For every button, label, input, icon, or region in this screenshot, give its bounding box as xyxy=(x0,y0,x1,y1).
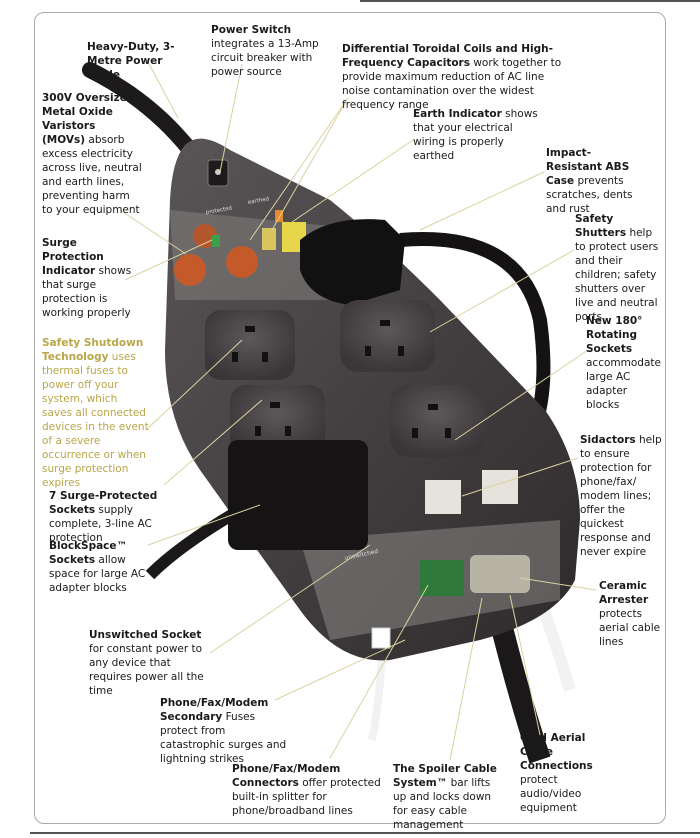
socket-2 xyxy=(340,300,435,372)
callout-title: Heavy-Duty, 3-Metre Power Cable xyxy=(87,41,175,81)
callout-title: The Spoiler Cable System™ xyxy=(393,763,497,789)
adapter-block xyxy=(228,440,368,550)
callout-power-switch: Power Switch integrates a 13-Amp circuit… xyxy=(211,23,336,79)
phone-jack-1 xyxy=(425,480,461,514)
white-plug xyxy=(371,627,391,649)
callout-title: Gold Aerial Cable Connections xyxy=(520,732,593,772)
callout-title: Power Switch xyxy=(211,24,292,36)
indicator-orange xyxy=(275,210,283,222)
callout-body: bar lifts up and locks down for easy cab… xyxy=(393,777,492,831)
callout-title: Unswitched Socket xyxy=(89,629,202,641)
gold-connector xyxy=(470,555,530,593)
callout-title: BlockSpace™ Sockets xyxy=(49,540,128,566)
callout-unswitched-socket: Unswitched Socket for constant power to … xyxy=(89,628,207,698)
callout-gold-connections: Gold Aerial Cable Connections protect au… xyxy=(520,731,593,815)
callout-movs: 300V Oversized Metal Oxide Varistors (MO… xyxy=(42,91,142,217)
callout-body: accommodate large AC adapter blocks xyxy=(586,357,661,411)
callout-ceramic-arrester: Ceramic Arrester protects aerial cable l… xyxy=(599,579,661,649)
callout-spoiler-cable: The Spoiler Cable System™ bar lifts up a… xyxy=(393,762,505,832)
callout-safety-shutdown: Safety Shutdown Technology uses thermal … xyxy=(42,336,150,490)
callout-title: Earth Indicator xyxy=(413,108,502,120)
inserted-plug xyxy=(300,219,405,305)
callout-body: work together to provide maximum reducti… xyxy=(342,57,562,111)
switch-label-protected: protected xyxy=(205,205,232,216)
callout-body: shows that surge protection is working p… xyxy=(42,265,132,319)
callout-body: prevents scratches, dents and rust xyxy=(546,175,633,215)
callout-body: integrates a 13-Amp circuit breaker with… xyxy=(211,38,319,78)
callout-title: Sidactors xyxy=(580,434,636,446)
callout-blockspace: BlockSpace™ Sockets allow space for larg… xyxy=(49,539,154,595)
sockets xyxy=(205,300,485,457)
callout-surge-indicator: Surge Protection Indicator shows that su… xyxy=(42,236,132,320)
callout-body: absorb excess electricity across live, n… xyxy=(42,134,142,216)
callout-title: Safety Shutdown Technology xyxy=(42,337,144,363)
callout-title: Surge Protection Indicator xyxy=(42,237,104,277)
callout-body: help to ensure protection for phone/fax/… xyxy=(580,434,662,558)
toroidal-coil-3 xyxy=(193,224,217,248)
top-rule xyxy=(360,0,700,2)
callout-sidactors: Sidactors help to ensure protection for … xyxy=(580,433,670,559)
callout-body: uses thermal fuses to power off your sys… xyxy=(42,351,149,489)
callout-earth-indicator: Earth Indicator shows that your electric… xyxy=(413,107,543,163)
callout-body: Fuses protect from catastrophic surges a… xyxy=(160,711,287,765)
callout-body: protect audio/video equipment xyxy=(520,774,582,814)
socket-3 xyxy=(230,385,325,455)
callout-phone-connectors: Phone/Fax/Modem Connectors offer protect… xyxy=(232,762,382,818)
socket-1 xyxy=(205,310,295,380)
bottom-rule xyxy=(30,832,700,834)
pcb-green xyxy=(420,560,464,596)
white-cable-right xyxy=(534,597,576,692)
callout-title: Phone/Fax/Modem Secondary xyxy=(160,697,269,723)
callout-phone-secondary: Phone/Fax/Modem Secondary Fuses protect … xyxy=(160,696,293,766)
callout-body: shows that your electrical wiring is pro… xyxy=(413,108,538,162)
page-frame xyxy=(34,12,666,824)
indicator-green xyxy=(212,235,220,247)
callout-body: offer protected built-in splitter for ph… xyxy=(232,777,381,817)
callout-safety-shutters: Safety Shutters help to protect users an… xyxy=(575,212,660,324)
callout-title: Phone/Fax/Modem Connectors xyxy=(232,763,341,789)
callout-rotating-sockets: New 180° Rotating Sockets accommodate la… xyxy=(586,314,661,412)
socket-4 xyxy=(390,385,485,457)
callout-seven-sockets: 7 Surge-Protected Sockets supply complet… xyxy=(49,489,179,545)
callout-toroidal-coils: Differential Toroidal Coils and High-Fre… xyxy=(342,42,567,112)
callout-title: New 180° Rotating Sockets xyxy=(586,315,643,355)
callout-body: protects aerial cable lines xyxy=(599,608,661,648)
bottom-black-cable xyxy=(489,617,551,764)
toroidal-coil-1 xyxy=(174,254,206,286)
callout-title: Safety Shutters xyxy=(575,213,627,239)
switch-label-earthed: earthed xyxy=(247,196,269,206)
capacitor-2 xyxy=(262,228,276,250)
toroidal-coil-2 xyxy=(226,246,258,278)
callout-body: help to protect users and their children… xyxy=(575,227,659,323)
callout-title: Differential Toroidal Coils and High-Fre… xyxy=(342,43,553,69)
adapter-cable xyxy=(145,504,244,580)
callout-title: 7 Surge-Protected Sockets xyxy=(49,490,158,516)
leader-lines xyxy=(119,61,597,761)
callout-power-cable: Heavy-Duty, 3-Metre Power Cable xyxy=(87,40,197,82)
callout-body: for constant power to any device that re… xyxy=(89,643,204,697)
callout-abs-case: Impact-Resistant ABS Case prevents scrat… xyxy=(546,146,646,216)
callout-body: allow space for large AC adapter blocks xyxy=(49,554,146,594)
callout-title: Impact-Resistant ABS Case xyxy=(546,147,630,187)
callout-title: Ceramic Arrester xyxy=(599,580,649,606)
phone-jack-2 xyxy=(482,470,518,504)
callout-body: supply complete, 3-line AC protection xyxy=(49,504,152,544)
callout-title: 300V Oversized Metal Oxide Varistors (MO… xyxy=(42,92,135,146)
power-cable xyxy=(82,62,198,158)
